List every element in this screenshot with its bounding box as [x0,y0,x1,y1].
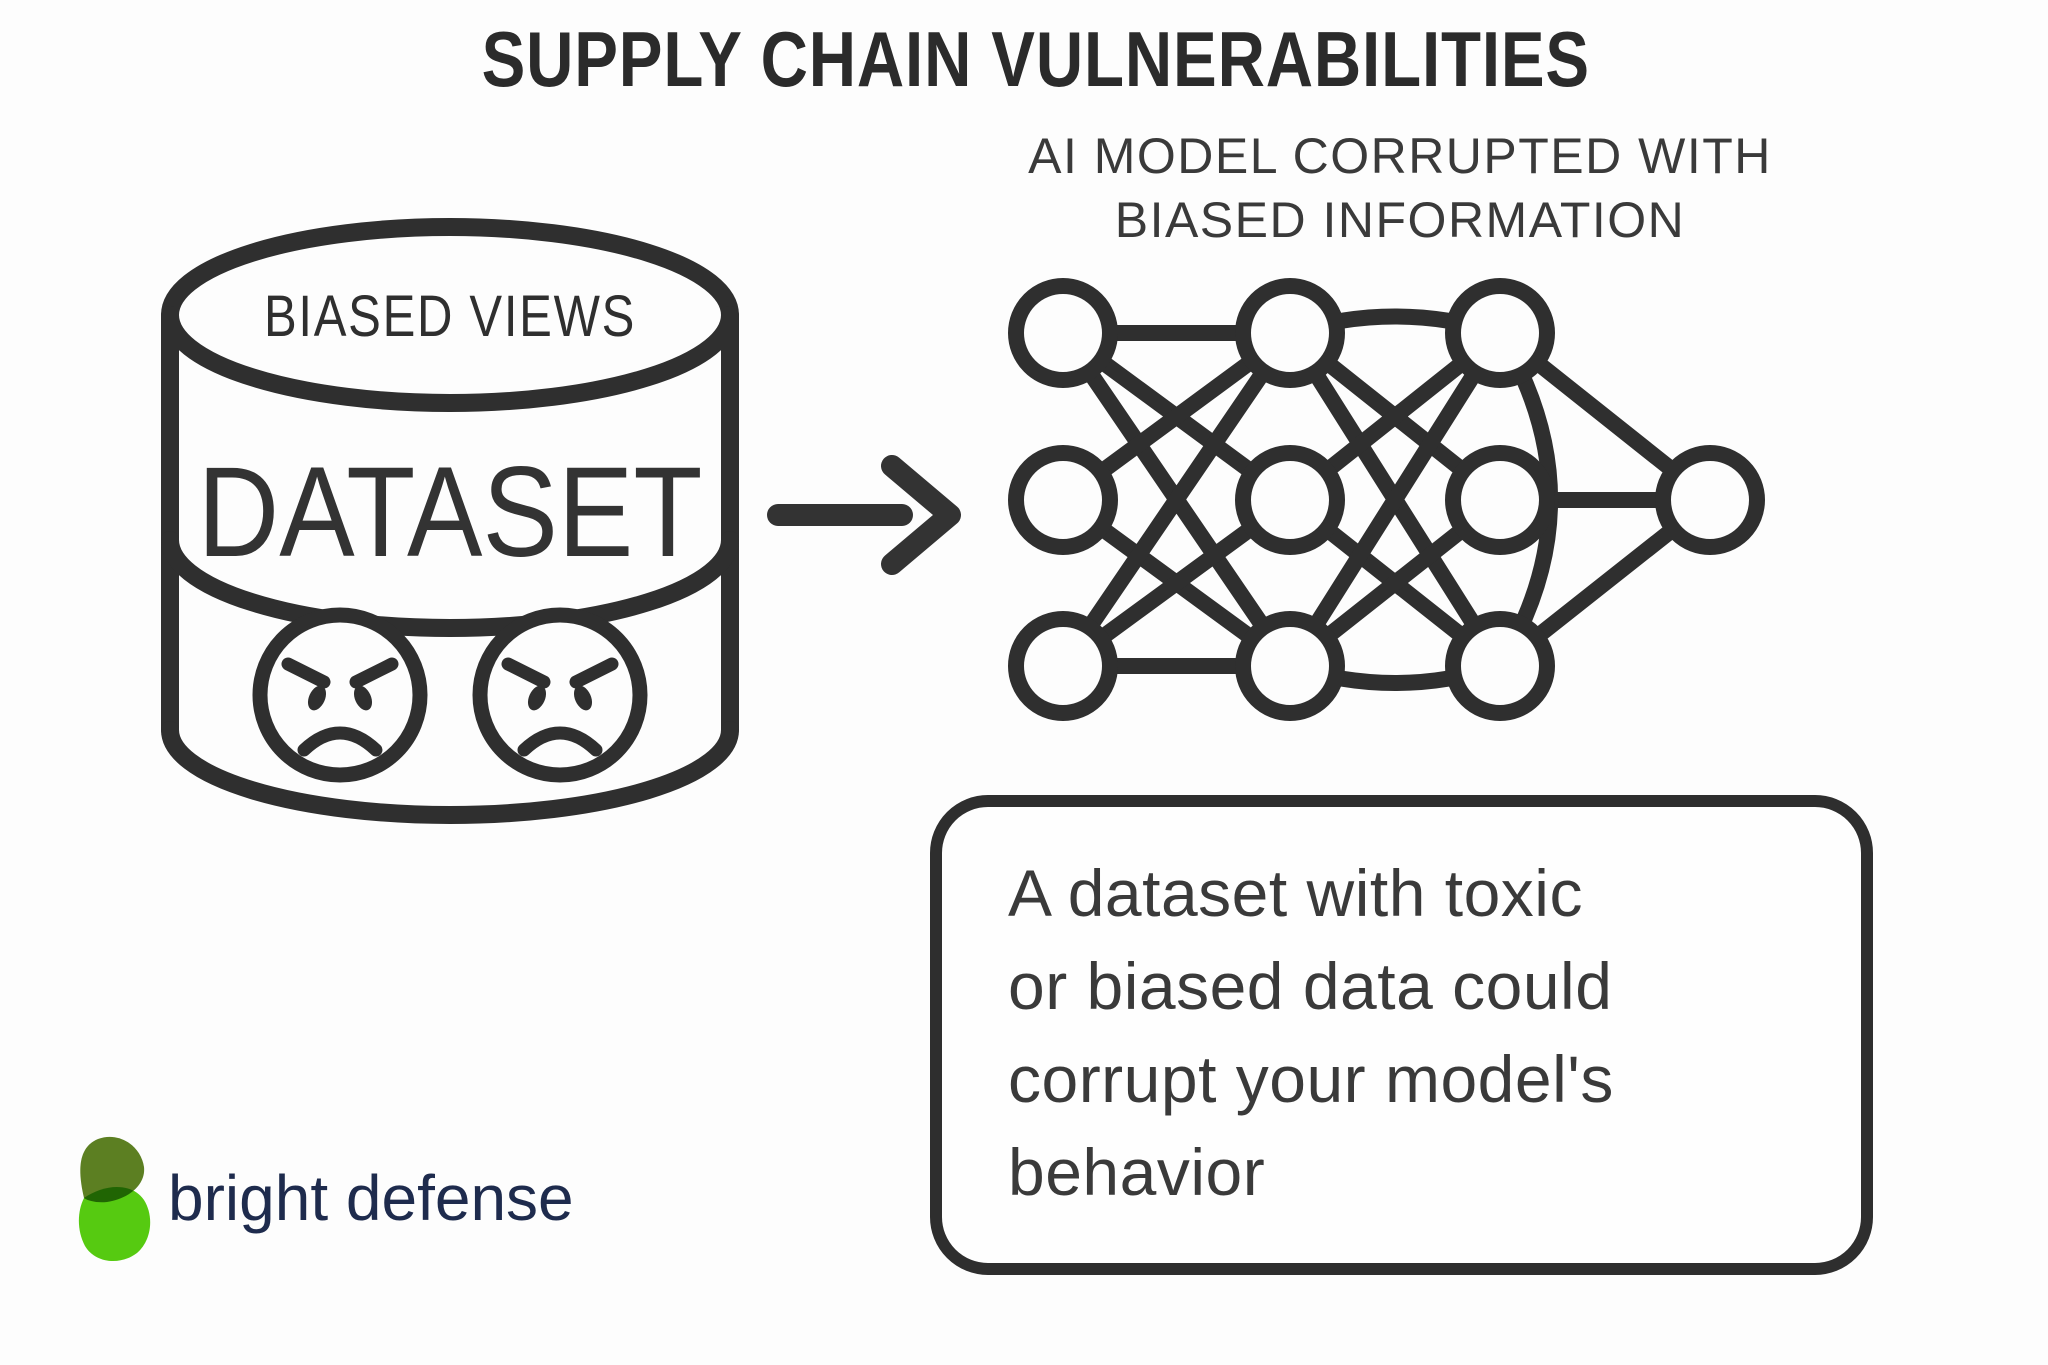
callout-line: behavior [1008,1135,1266,1209]
dataset-top-label: BIASED VIEWS [264,284,636,349]
page-title: SUPPLY CHAIN VULNERABILITIES [0,14,2048,105]
model-caption: AI MODEL CORRUPTED WITH BIASED INFORMATI… [1028,124,1772,252]
bright-defense-leaf-icon [78,1136,151,1262]
angry-face-icon [252,607,428,783]
callout-line: corrupt your model's [1008,1042,1614,1116]
callout-box: A dataset with toxic or biased data coul… [930,795,1873,1275]
right-arrow-icon [767,455,961,575]
angry-face-icon [472,607,648,783]
database-cylinder-icon [161,218,739,824]
logo-wordmark: bright defense [168,1162,574,1234]
model-caption-line1: AI MODEL CORRUPTED WITH [1028,128,1772,184]
page-title-text: SUPPLY CHAIN VULNERABILITIES [481,15,1591,103]
dataset-name-label: DATASET [198,441,703,584]
callout-line: or biased data could [1008,949,1613,1023]
neural-network-icon [1008,278,1765,721]
model-caption-line2: BIASED INFORMATION [1114,192,1686,248]
callout-line: A dataset with toxic [1008,856,1583,930]
